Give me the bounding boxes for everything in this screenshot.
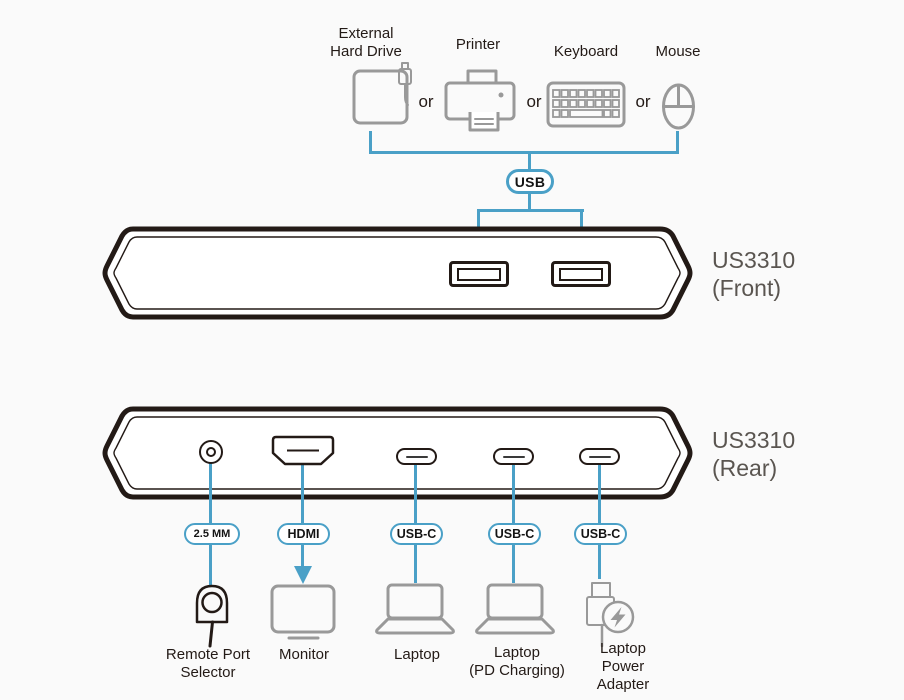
connector-line — [477, 209, 584, 212]
label-keyboard: Keyboard — [553, 43, 619, 60]
audio-jack-hole — [206, 447, 216, 457]
connector-line — [209, 545, 212, 586]
port-tag-usbc-3: USB-C — [574, 523, 627, 545]
connector-line — [512, 463, 515, 524]
usb-c-port-slot — [502, 455, 525, 458]
label-mouse: Mouse — [655, 43, 701, 60]
connector-line — [676, 131, 679, 153]
usb-c-port-1 — [396, 448, 437, 465]
arrow-down-icon — [294, 566, 312, 584]
connector-line — [598, 463, 601, 524]
connector-line — [301, 545, 304, 567]
connector-line — [369, 151, 679, 154]
keyboard-icon — [546, 81, 626, 128]
or-separator: or — [635, 92, 651, 111]
label-laptop: Laptop — [394, 646, 440, 663]
laptop-icon — [375, 583, 455, 635]
label-monitor: Monitor — [278, 646, 330, 663]
connector-line — [512, 545, 515, 583]
usb-c-port-3 — [579, 448, 620, 465]
front-model-label: US3310 (Front) — [712, 247, 796, 301]
monitor-icon — [270, 584, 336, 640]
label-printer: Printer — [455, 36, 501, 53]
usb-c-port-slot — [588, 455, 611, 458]
connector-line — [301, 462, 304, 524]
connector-line — [369, 131, 372, 153]
usb-c-port-slot — [405, 455, 428, 458]
or-separator: or — [418, 92, 434, 111]
remote-port-selector-icon — [195, 584, 229, 648]
connector-line — [528, 151, 531, 171]
usb-a-port-slot — [559, 267, 603, 281]
rear-model-label: US3310 (Rear) — [712, 427, 796, 481]
label-remote-port-selector: Remote Port Selector — [165, 646, 251, 681]
connector-line — [209, 463, 212, 524]
external-hard-drive-icon — [352, 62, 412, 125]
power-adapter-icon — [586, 582, 635, 648]
printer-icon — [444, 69, 516, 132]
label-laptop-power-adapter: Laptop Power Adapter — [596, 640, 650, 693]
port-tag-2-5mm: 2.5 MM — [184, 523, 240, 545]
connector-line — [598, 545, 601, 579]
usb-a-port-2 — [551, 261, 611, 287]
usb-c-port-2 — [493, 448, 534, 465]
laptop-icon — [475, 583, 555, 635]
port-tag-usbc-1: USB-C — [390, 523, 443, 545]
port-tag-usbc-2: USB-C — [488, 523, 541, 545]
port-tag-hdmi: HDMI — [277, 523, 330, 545]
connector-line — [528, 193, 531, 211]
usb-a-port-1 — [449, 261, 509, 287]
label-laptop-pd-charging: Laptop (PD Charging) — [469, 644, 565, 679]
usb-bus-tag: USB — [506, 169, 554, 194]
hdmi-port — [271, 435, 335, 466]
connector-line — [414, 545, 417, 583]
audio-jack-port — [199, 440, 223, 464]
mouse-icon — [662, 83, 695, 130]
connector-line — [414, 463, 417, 524]
or-separator: or — [526, 92, 542, 111]
usb-a-port-slot — [457, 267, 501, 281]
label-external-hard-drive: External Hard Drive — [330, 25, 402, 60]
us3310-front-body — [102, 226, 693, 320]
